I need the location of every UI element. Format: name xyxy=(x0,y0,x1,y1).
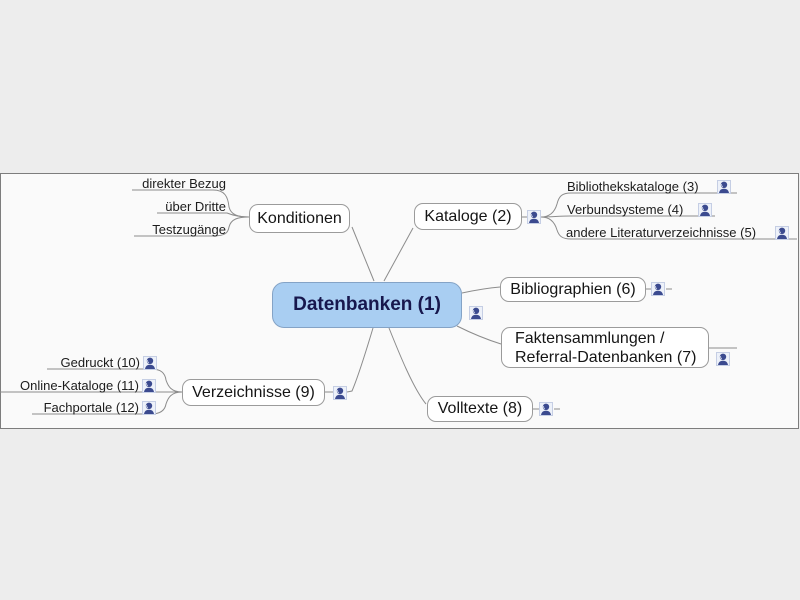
node-volltexte[interactable]: Volltexte (8) xyxy=(427,396,533,422)
person-bust-icon xyxy=(142,379,156,393)
node-gedruckt[interactable]: Gedruckt (10) xyxy=(60,355,140,370)
node-bibliographien-label: Bibliographien (6) xyxy=(510,280,636,298)
node-andere-literaturverzeichnisse[interactable]: andere Literaturverzeichnisse (5) xyxy=(566,225,757,240)
node-fachportale[interactable]: Fachportale (12) xyxy=(43,400,139,415)
node-kataloge-label: Kataloge (2) xyxy=(424,207,512,225)
person-bust-icon xyxy=(717,180,731,194)
node-testzugaenge[interactable]: Testzugänge xyxy=(152,222,226,237)
person-bust-icon xyxy=(775,226,789,240)
node-volltexte-label: Volltexte (8) xyxy=(437,400,523,417)
node-konditionen[interactable]: Konditionen xyxy=(249,204,350,233)
node-bibliographien[interactable]: Bibliographien (6) xyxy=(500,277,646,302)
node-konditionen-label: Konditionen xyxy=(257,209,342,227)
node-verzeichnisse-label: Verzeichnisse (9) xyxy=(192,383,315,401)
person-bust-icon xyxy=(716,352,730,366)
node-bibliothekskataloge[interactable]: Bibliothekskataloge (3) xyxy=(567,179,699,194)
node-faktensammlungen-line2: Referral-Datenbanken (7) xyxy=(515,348,697,366)
node-faktensammlungen-line1: Faktensammlungen / xyxy=(515,329,665,347)
person-bust-icon xyxy=(333,386,347,400)
node-kataloge[interactable]: Kataloge (2) xyxy=(414,203,522,230)
node-online-kataloge[interactable]: Online-Kataloge (11) xyxy=(20,378,139,393)
person-bust-icon xyxy=(527,210,541,224)
person-bust-icon xyxy=(143,356,157,370)
person-bust-icon xyxy=(539,402,553,416)
node-direkter-bezug[interactable]: direkter Bezug xyxy=(142,176,226,191)
node-root-label: Datenbanken (1) xyxy=(293,294,441,315)
person-bust-icon xyxy=(469,306,483,320)
person-bust-icon xyxy=(651,282,665,296)
node-verzeichnisse[interactable]: Verzeichnisse (9) xyxy=(182,379,325,406)
node-verbundsysteme[interactable]: Verbundsysteme (4) xyxy=(567,202,684,217)
person-bust-icon xyxy=(142,401,156,415)
node-ueber-dritte[interactable]: über Dritte xyxy=(165,199,226,214)
node-root[interactable]: Datenbanken (1) xyxy=(272,282,462,328)
person-bust-icon xyxy=(698,203,712,217)
node-faktensammlungen[interactable]: Faktensammlungen / Referral-Datenbanken … xyxy=(501,327,709,368)
